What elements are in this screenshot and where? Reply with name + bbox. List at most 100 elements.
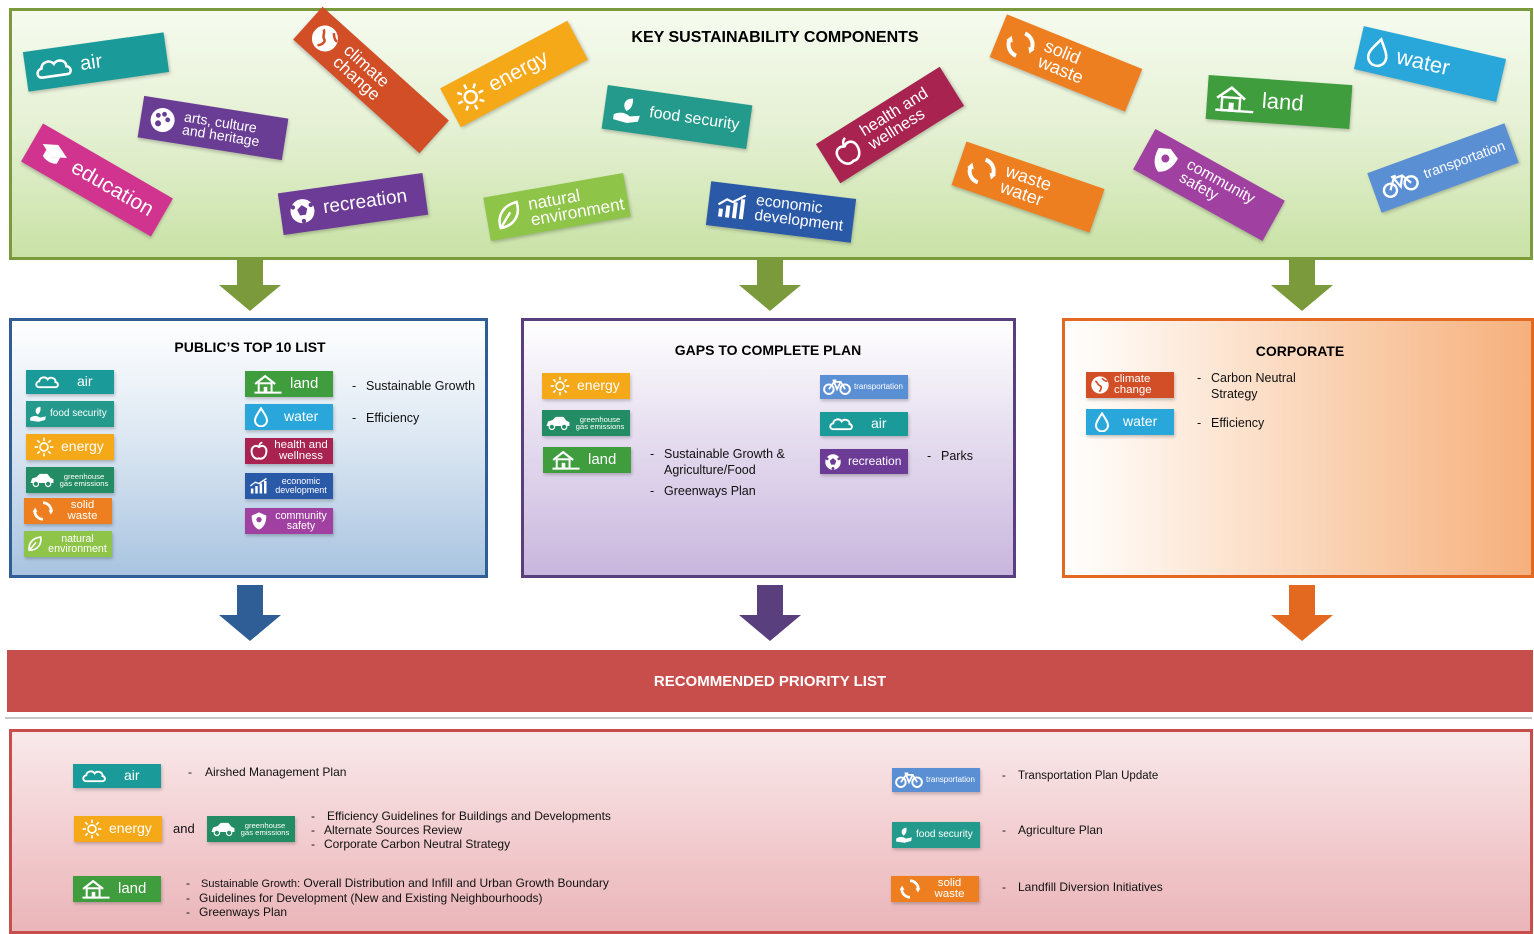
tag-health-wellness: health and wellness	[245, 438, 333, 464]
house-icon	[1214, 84, 1256, 115]
tag-health-wellness: health and wellness	[815, 66, 965, 184]
public-top10-title: PUBLIC’S TOP 10 LIST	[174, 339, 326, 355]
note-parks: -Parks	[927, 449, 973, 463]
tag-label: air	[78, 49, 104, 75]
tag-label: greenhouse gas emissions	[59, 471, 109, 488]
tag-solid-waste: solid waste	[24, 498, 112, 524]
note-land: -Sustainable Growth: Overall Distributio…	[186, 876, 609, 919]
tag-label: air	[77, 373, 93, 390]
recycle-icon	[32, 500, 54, 522]
hand-leaf-icon	[611, 94, 645, 126]
note-sustainable-growth: -Sustainable Growth	[352, 379, 476, 393]
recommended-title: RECOMMENDED PRIORITY LIST	[653, 672, 887, 690]
recycle-icon	[1000, 24, 1042, 66]
tag-air: air	[22, 32, 170, 92]
tag-label: land	[1261, 87, 1305, 116]
tag-energy: energy	[74, 816, 162, 842]
cloud-icon	[828, 416, 854, 432]
note-airshed: -Airshed Management Plan	[188, 765, 347, 779]
recycle-icon	[961, 151, 1002, 192]
note-agriculture: -Agriculture Plan	[1002, 823, 1103, 837]
tag-label: greenhouse gas emissions	[575, 414, 625, 431]
tag-label: air	[124, 767, 140, 784]
tag-climate-change: climate change	[1086, 372, 1174, 398]
tag-label: energy	[61, 438, 104, 455]
note-energy: -Efficiency Guidelines for Buildings and…	[311, 809, 611, 851]
note-carbon-neutral: -Carbon Neutral Strategy	[1197, 371, 1296, 401]
tag-food-security: food security	[892, 822, 980, 848]
tag-label: transportation	[854, 382, 903, 392]
note-efficiency: -Efficiency	[352, 411, 420, 425]
tag-label: natural environment	[48, 532, 107, 555]
tag-label: energy	[577, 377, 620, 394]
recycle-icon	[899, 878, 921, 900]
gaps-title: GAPS TO COMPLETE PLAN	[674, 342, 862, 358]
note-land-gaps: -Sustainable Growth & Agriculture/Food -…	[650, 447, 785, 498]
arrow-down-icon	[1271, 585, 1333, 641]
tag-label: energy	[109, 820, 152, 837]
arrow-down-icon	[219, 259, 281, 311]
tag-label: recreation	[848, 453, 902, 468]
car-icon	[29, 472, 55, 488]
tag-air: air	[26, 370, 114, 394]
soccer-ball-icon	[824, 453, 842, 471]
cloud-icon	[81, 768, 107, 784]
soccer-ball-icon	[287, 195, 319, 227]
tag-energy: energy	[26, 434, 114, 460]
tag-climate-change: climate change	[293, 6, 449, 154]
tag-land: land	[73, 876, 161, 902]
palette-icon	[147, 104, 179, 136]
droplet-icon	[1094, 412, 1110, 432]
police-badge-icon	[249, 511, 269, 531]
bicycle-icon	[823, 378, 851, 396]
arrow-down-icon	[219, 585, 281, 641]
recommended-banner: RECOMMENDED PRIORITY LIST	[7, 650, 1533, 712]
tag-energy: energy	[542, 373, 630, 399]
bicycle-icon	[1378, 166, 1422, 202]
hand-leaf-icon	[895, 826, 913, 844]
growth-chart-icon	[715, 190, 750, 222]
apple-icon	[249, 441, 269, 461]
tag-label: economic development	[753, 192, 844, 235]
tag-label: solid waste	[67, 499, 98, 522]
key-components-title: KEY SUSTAINABILITY COMPONENTS	[631, 29, 919, 46]
house-icon	[551, 450, 581, 470]
note-transportation: -Transportation Plan Update	[1002, 770, 1159, 782]
divider	[5, 717, 1532, 719]
sun-icon	[82, 819, 102, 839]
tag-label: solid waste	[934, 877, 965, 900]
arrow-down-icon	[739, 585, 801, 641]
graduation-cap-icon	[32, 135, 73, 174]
tag-label: recreation	[321, 185, 409, 219]
tag-label: transportation	[926, 775, 975, 785]
tag-label: air	[871, 415, 887, 432]
tag-label: water	[284, 408, 319, 425]
tag-label: community safety	[275, 509, 327, 532]
tag-label: food security	[916, 829, 973, 841]
tag-education: education	[21, 123, 173, 237]
globe-icon	[304, 17, 346, 59]
bicycle-icon	[895, 771, 923, 789]
tag-community-safety: community safety	[1133, 129, 1285, 241]
tag-recreation: recreation	[820, 449, 908, 474]
tag-greenhouse-gas-emissions: greenhouse gas emissions	[207, 816, 295, 842]
tag-greenhouse-gas-emissions: greenhouse gas emissions	[542, 410, 630, 436]
tag-water: water	[1353, 26, 1507, 102]
droplet-icon	[1363, 35, 1393, 70]
tag-solid-waste: solid waste	[989, 14, 1143, 112]
tag-label: economic development	[275, 476, 327, 495]
car-icon	[210, 821, 236, 837]
tag-label: water	[1394, 43, 1453, 80]
tag-natural-environment: natural environment	[24, 531, 112, 557]
arrow-down-icon	[739, 259, 801, 311]
droplet-icon	[253, 407, 269, 427]
tag-water: water	[245, 404, 333, 430]
tag-energy: energy	[440, 20, 588, 128]
tag-solid-waste: solid waste	[891, 876, 979, 902]
car-icon	[545, 415, 571, 431]
tag-land: land	[245, 371, 333, 397]
tag-air: air	[73, 764, 161, 788]
cloud-icon	[34, 374, 60, 390]
tag-transportation: transportation	[892, 768, 980, 792]
tag-arts-culture-heritage: arts, culture and heritage	[137, 95, 289, 161]
